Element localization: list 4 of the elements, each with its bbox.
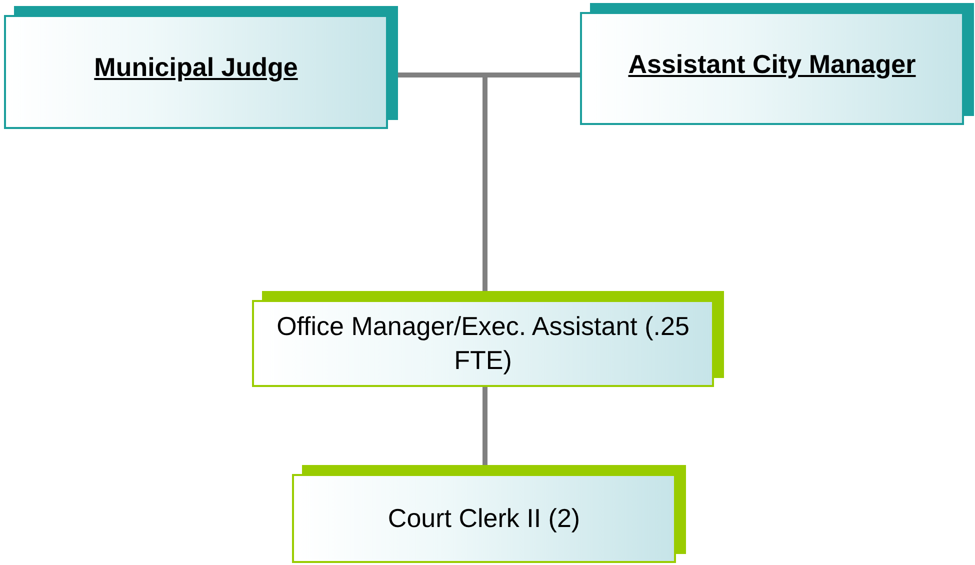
position-title: Municipal Judge [94, 51, 298, 84]
position-title: Office Manager/Exec. Assistant (.25 FTE) [276, 310, 690, 376]
position-title: Assistant City Manager [628, 48, 916, 81]
position-title: Court Clerk II (2) [388, 502, 580, 535]
